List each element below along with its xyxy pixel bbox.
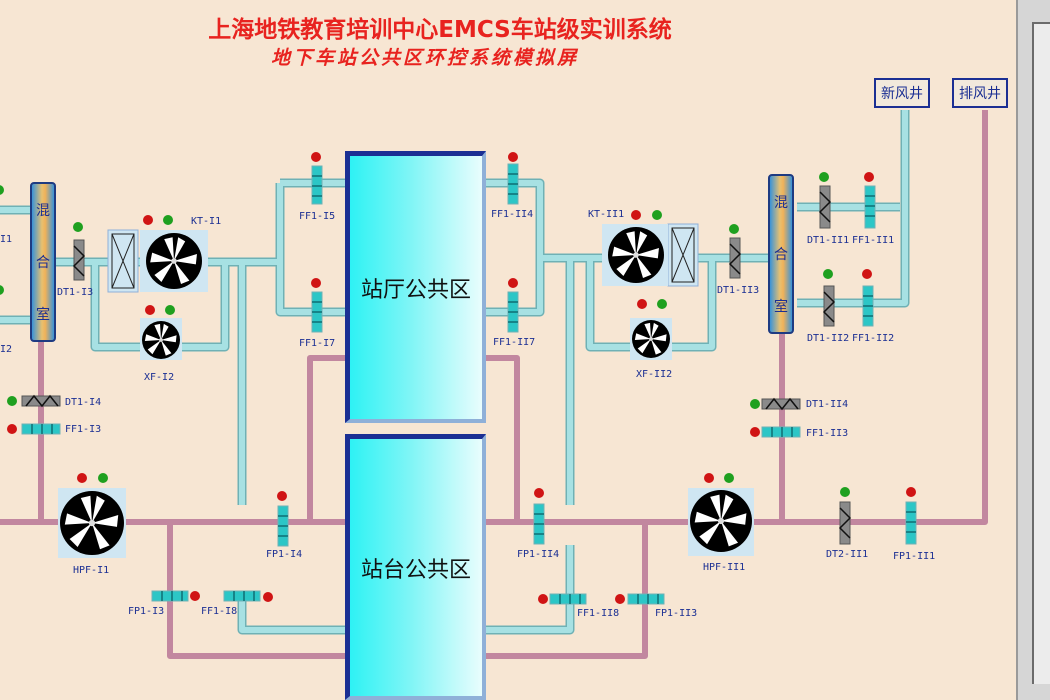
- mix-char-3: 室: [36, 307, 50, 323]
- fan-icon: [688, 488, 754, 556]
- mix-char-2: 合: [36, 255, 50, 271]
- mixing-chamber-i[interactable]: 混 合 室: [30, 182, 56, 342]
- left-edge-label: I2: [0, 344, 13, 355]
- return-air-pipes: [0, 110, 988, 659]
- label-kt-i1: KT-I1: [191, 216, 222, 227]
- label-xf-i2: XF-I2: [144, 372, 175, 383]
- label-hpf-ii1: HPF-II1: [703, 562, 746, 573]
- platform-public-area[interactable]: 站台公共区: [345, 434, 486, 700]
- label-dt1-ii4: DT1-II4: [806, 399, 849, 410]
- exhaust-shaft-button[interactable]: 排风井: [952, 78, 1008, 108]
- mix-char-3: 室: [774, 299, 788, 315]
- fan-icon: [602, 224, 668, 286]
- fan-icon: [58, 488, 126, 558]
- label-fp1-ii1: FP1-II1: [893, 551, 936, 562]
- label-ff1-ii3: FF1-II3: [806, 428, 849, 439]
- label-ff1-i7: FF1-I7: [299, 338, 336, 349]
- platform-label: 站台公共区: [360, 557, 471, 583]
- station-hall-public-area[interactable]: 站厅公共区: [345, 151, 486, 423]
- filter-coil-icon: [107, 229, 139, 293]
- label-fp1-i3: FP1-I3: [128, 606, 165, 617]
- fresh-air-shaft-button[interactable]: 新风井: [874, 78, 930, 108]
- label-kt-ii1: KT-II1: [588, 209, 625, 220]
- damper-icon: [21, 423, 801, 605]
- page-title: 上海地铁教育培训中心EMCS车站级实训系统: [208, 17, 672, 43]
- label-dt1-i3: DT1-I3: [57, 287, 94, 298]
- fan-icon: [140, 230, 208, 292]
- label-dt1-ii1: DT1-II1: [807, 235, 850, 246]
- label-ff1-ii7: FF1-II7: [493, 337, 536, 348]
- label-ff1-ii2: FF1-II2: [852, 333, 895, 344]
- label-ff1-i3: FF1-I3: [65, 424, 102, 435]
- page-subtitle: 地下车站公共区环控系统模拟屏: [270, 47, 579, 69]
- label-ff1-i5: FF1-I5: [299, 211, 336, 222]
- hvac-schematic: [0, 110, 988, 659]
- filter-coil-icon: [667, 223, 699, 287]
- label-xf-ii2: XF-II2: [636, 369, 673, 380]
- side-panel-inner: [1032, 22, 1050, 684]
- label-dt1-ii2: DT1-II2: [807, 333, 850, 344]
- label-dt1-ii3: DT1-II3: [717, 285, 760, 296]
- hall-label: 站厅公共区: [360, 277, 471, 303]
- label-ff1-ii1: FF1-II1: [852, 235, 895, 246]
- label-fp1-i4: FP1-I4: [266, 549, 303, 560]
- label-fp1-ii3: FP1-II3: [655, 608, 698, 619]
- fan-icon: [630, 318, 672, 360]
- indicator-led-icon: [0, 152, 916, 604]
- mixing-chamber-ii[interactable]: 混 合 室: [768, 174, 794, 334]
- label-dt2-ii1: DT2-II1: [826, 549, 869, 560]
- label-hpf-i1: HPF-I1: [73, 565, 110, 576]
- label-ff1-ii8: FF1-II8: [577, 608, 620, 619]
- left-edge-label: I1: [0, 234, 13, 245]
- mix-char-1: 混: [36, 203, 50, 219]
- label-dt1-i4: DT1-I4: [65, 397, 102, 408]
- side-panel: [1016, 0, 1050, 700]
- label-ff1-i8: FF1-I8: [201, 606, 238, 617]
- label-fp1-ii4: FP1-II4: [517, 549, 560, 560]
- mix-char-2: 合: [774, 247, 788, 263]
- fan-icon: [140, 318, 182, 360]
- label-ff1-ii4: FF1-II4: [491, 209, 534, 220]
- mix-char-1: 混: [774, 195, 788, 211]
